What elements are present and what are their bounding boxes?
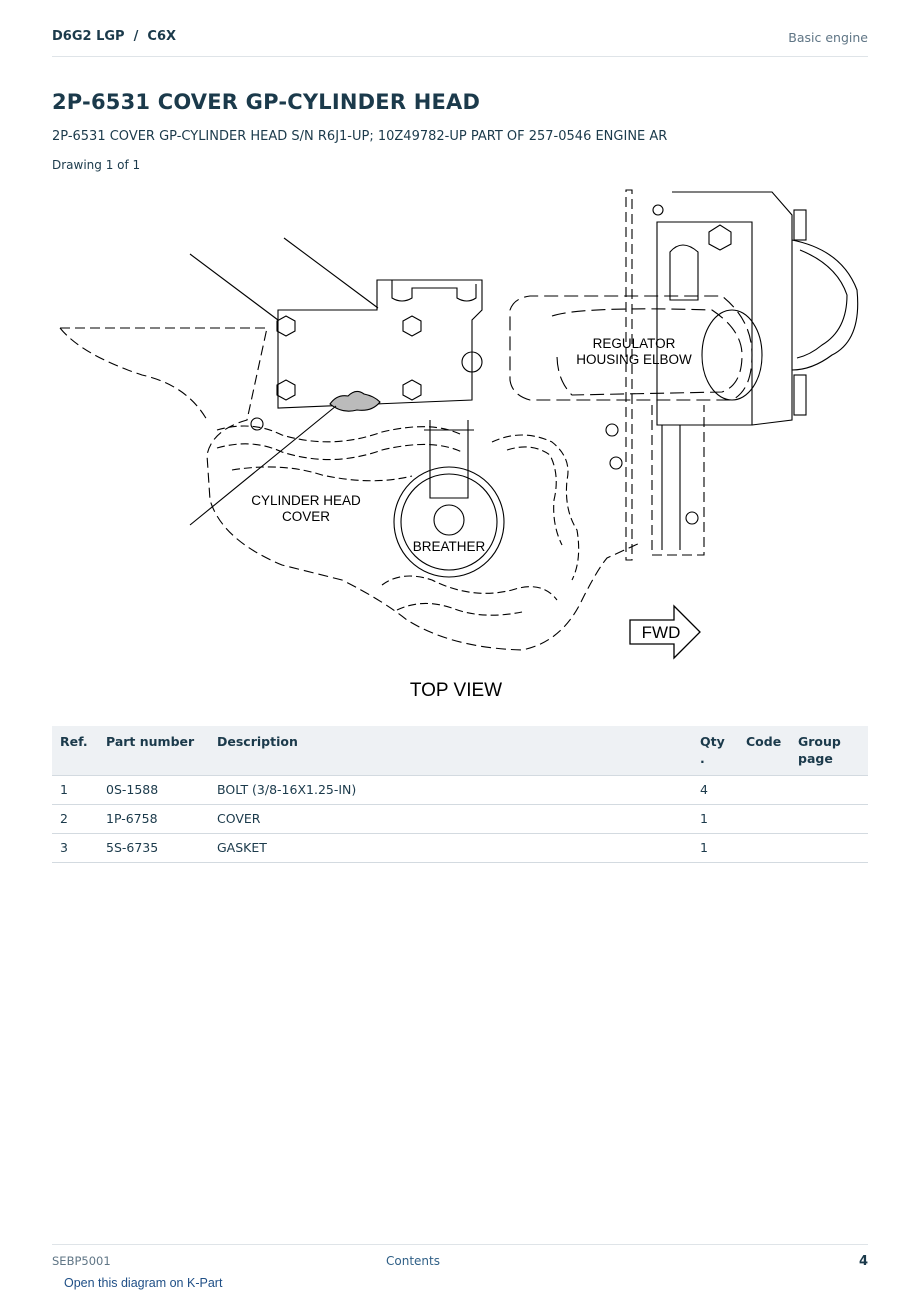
- parts-diagram: REGULATOR HOUSING ELBOW CYLINDER HEAD CO…: [52, 180, 868, 710]
- document-id: SEBP5001: [52, 1254, 111, 1268]
- cell-code: [738, 833, 790, 863]
- col-code: Code: [738, 726, 790, 776]
- cell-code: [738, 775, 790, 805]
- contents-link[interactable]: Contents: [386, 1254, 440, 1268]
- cell-code: [738, 804, 790, 834]
- cell-qty: 4: [692, 775, 738, 805]
- cell-description: COVER: [209, 804, 692, 834]
- cell-group-page: [790, 775, 868, 805]
- col-part-number: Part number: [98, 726, 209, 776]
- page-number: 4: [858, 1254, 868, 1269]
- cell-group-page: [790, 804, 868, 834]
- cell-part-number: 5S-6735: [98, 833, 209, 863]
- cell-ref: 3: [52, 833, 98, 863]
- table-header-row: Ref. Part number Description Qty . Code …: [52, 726, 868, 776]
- section-name: Basic engine: [788, 30, 868, 45]
- col-qty: Qty .: [692, 726, 738, 776]
- label-cylinder-line1: CYLINDER HEAD: [251, 493, 361, 508]
- label-top-view: TOP VIEW: [410, 680, 502, 701]
- diagram-drawing: REGULATOR HOUSING ELBOW CYLINDER HEAD CO…: [59, 189, 859, 701]
- cell-description: BOLT (3/8-16X1.25-IN): [209, 775, 692, 805]
- col-description: Description: [209, 726, 692, 776]
- breadcrumb: D6G2 LGP / C6X: [52, 29, 177, 44]
- page-header: D6G2 LGP / C6X Basic engine: [52, 0, 868, 57]
- cell-ref: 2: [52, 804, 98, 834]
- cell-ref: 1: [52, 775, 98, 805]
- table-row: 2 1P-6758 COVER 1: [52, 804, 868, 834]
- cell-qty: 1: [692, 833, 738, 863]
- kpart-link[interactable]: Open this diagram on K-Part: [64, 1276, 223, 1290]
- col-group-page: Group page: [790, 726, 868, 776]
- cell-group-page: [790, 833, 868, 863]
- col-ref: Ref.: [52, 726, 98, 776]
- table-row: 3 5S-6735 GASKET 1: [52, 833, 868, 863]
- page-subtitle: 2P-6531 COVER GP-CYLINDER HEAD S/N R6J1-…: [52, 129, 668, 144]
- table-row: 1 0S-1588 BOLT (3/8-16X1.25-IN) 4: [52, 775, 868, 805]
- page-title: 2P-6531 COVER GP-CYLINDER HEAD: [52, 90, 481, 114]
- parts-table: Ref. Part number Description Qty . Code …: [52, 726, 868, 863]
- cell-description: GASKET: [209, 833, 692, 863]
- label-regulator-line2: HOUSING ELBOW: [576, 352, 692, 367]
- label-regulator-line1: REGULATOR: [593, 336, 676, 351]
- drawing-count: Drawing 1 of 1: [52, 158, 141, 172]
- page-footer: SEBP5001 Contents 4: [52, 1244, 868, 1285]
- label-breather: BREATHER: [413, 539, 486, 554]
- label-fwd: FWD: [642, 623, 681, 642]
- cell-qty: 1: [692, 804, 738, 834]
- cell-part-number: 0S-1588: [98, 775, 209, 805]
- cell-part-number: 1P-6758: [98, 804, 209, 834]
- label-cylinder-line2: COVER: [282, 509, 330, 524]
